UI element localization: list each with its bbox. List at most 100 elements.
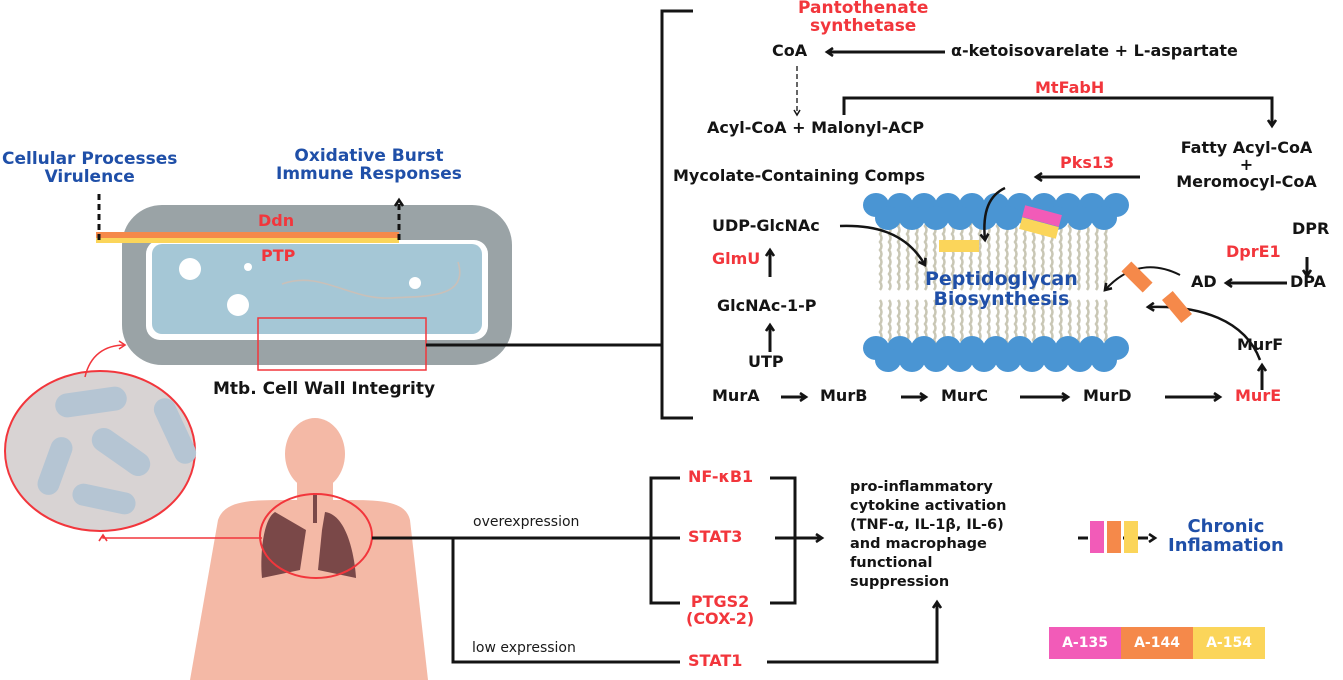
arrow-ad-to-pg bbox=[1105, 266, 1181, 290]
label-line: synthetase bbox=[810, 15, 917, 36]
label-ptgs2: PTGS2 (COX-2) bbox=[686, 592, 754, 628]
label-mtfabh: MtFabH bbox=[1035, 78, 1105, 97]
label-chronic-inflamation: Chronic Inflamation bbox=[1168, 516, 1284, 556]
label-oxidative-burst: Oxidative Burst Immune Responses bbox=[276, 146, 462, 184]
lipid-head bbox=[1091, 348, 1117, 372]
head bbox=[285, 418, 345, 490]
bacillus bbox=[91, 427, 151, 477]
label-overexpression: overexpression bbox=[473, 514, 580, 530]
label-nfkb1: NF-κB1 bbox=[688, 467, 754, 486]
bacillus bbox=[37, 437, 73, 495]
vesicle bbox=[409, 277, 421, 289]
lipid-tail bbox=[1085, 217, 1090, 291]
label-dpa: DPA bbox=[1290, 272, 1326, 291]
lipid-head bbox=[1067, 348, 1093, 372]
lipid-head bbox=[875, 206, 901, 230]
tag-a144-murf bbox=[1161, 291, 1193, 323]
label-line: Meromocyl-CoA bbox=[1176, 171, 1317, 191]
label-cell-wall-integrity: Mtb. Cell Wall Integrity bbox=[213, 379, 436, 399]
microscope-view bbox=[4, 340, 197, 532]
arrow-mtfabh bbox=[842, 96, 1272, 126]
pathway-arrows bbox=[770, 52, 1307, 397]
lipid-head bbox=[1067, 206, 1093, 230]
label-line: and macrophage bbox=[850, 536, 987, 552]
label-line: Inflamation bbox=[1168, 534, 1284, 556]
label-utp: UTP bbox=[748, 352, 784, 371]
lipid-head bbox=[971, 348, 997, 372]
lipid-tail bbox=[905, 217, 910, 291]
inhibitor-a135 bbox=[1090, 521, 1104, 553]
label-line: functional bbox=[850, 555, 933, 571]
vesicle bbox=[179, 258, 201, 280]
label-line: Cellular Processes bbox=[2, 149, 178, 169]
cytoplasm bbox=[152, 244, 482, 334]
arrow-pks13-to-pg bbox=[984, 186, 1006, 240]
label-low-expression: low expression bbox=[472, 640, 576, 656]
label-ddn: Ddn bbox=[258, 211, 295, 230]
lipid-head bbox=[923, 206, 949, 230]
lipid-tail bbox=[1094, 217, 1099, 291]
label-pks13: Pks13 bbox=[1060, 153, 1115, 172]
arrow-stat1-to-cytokine bbox=[767, 602, 937, 664]
label-murd: MurD bbox=[1083, 386, 1132, 405]
lipid-tail bbox=[959, 217, 964, 291]
lipid-head bbox=[1091, 206, 1117, 230]
dna-strand bbox=[281, 261, 461, 299]
inhibitor-a154 bbox=[1124, 521, 1138, 553]
red-arrow-to-cell bbox=[84, 340, 127, 378]
label-line: Biosynthesis bbox=[933, 287, 1070, 310]
left-bracket bbox=[649, 476, 680, 605]
label-line: Pantothenate bbox=[798, 0, 929, 18]
lipid-head bbox=[899, 206, 925, 230]
tag-a154-pks13 bbox=[1019, 217, 1059, 239]
lipid-tail bbox=[932, 299, 937, 349]
vesicle bbox=[244, 263, 252, 271]
lipid-tail bbox=[968, 217, 973, 291]
lipid-head bbox=[947, 348, 973, 372]
human-figure bbox=[98, 418, 428, 680]
label-line: Oxidative Burst bbox=[294, 146, 444, 166]
label-line: (TNF-α, IL-1β, IL-6) bbox=[850, 517, 1004, 533]
lipid-head bbox=[995, 348, 1021, 372]
arrow-udp-to-pg bbox=[839, 224, 925, 265]
ddn-bar bbox=[96, 232, 399, 238]
label-line: cytokine activation bbox=[850, 498, 1007, 514]
lipid-tail bbox=[923, 217, 928, 291]
label-glcnac-1-p: GlcNAc-1-P bbox=[717, 296, 817, 315]
label-murc: MurC bbox=[941, 386, 988, 405]
label-acyl-malonyl: Acyl-CoA + Malonyl-ACP bbox=[707, 118, 925, 137]
membrane-inhibitor-tags bbox=[939, 205, 1193, 323]
lipid-tail bbox=[986, 217, 991, 291]
label-line: Chronic bbox=[1187, 516, 1265, 537]
label-murf: MurF bbox=[1237, 335, 1284, 354]
label-line: + bbox=[1239, 154, 1254, 174]
line-low-expression bbox=[451, 538, 680, 664]
trachea bbox=[313, 493, 317, 523]
right-bracket bbox=[770, 476, 797, 605]
lipid-head bbox=[899, 348, 925, 372]
lipid-tail bbox=[995, 217, 1000, 291]
label-ptp: PTP bbox=[261, 246, 296, 265]
label-line: Virulence bbox=[44, 166, 135, 187]
lipid-tail bbox=[1076, 299, 1081, 349]
label-dpr: DPR bbox=[1292, 219, 1330, 238]
label-pantothenate-synthetase: Pantothenate synthetase bbox=[798, 0, 928, 36]
label-line: PTGS2 bbox=[690, 592, 750, 611]
bacterium-cell bbox=[96, 194, 512, 371]
label-line: Fatty Acyl-CoA bbox=[1180, 138, 1313, 157]
torso bbox=[190, 500, 428, 680]
legend-item-a154: A-154 bbox=[1193, 627, 1265, 659]
lipid-head bbox=[875, 348, 901, 372]
lipid-tail bbox=[1004, 217, 1009, 291]
lipid-head bbox=[923, 348, 949, 372]
lipid-tail bbox=[1103, 217, 1108, 291]
lipid-tail bbox=[1076, 217, 1081, 291]
label-line: Peptidoglycan bbox=[925, 268, 1078, 290]
vesicle bbox=[227, 294, 249, 316]
lipid-tail bbox=[1031, 299, 1036, 349]
legend-item-a144: A-144 bbox=[1121, 627, 1193, 659]
label-peptidoglycan-biosynthesis: Peptidoglycan Biosynthesis bbox=[925, 268, 1078, 310]
lipid-tail bbox=[887, 217, 892, 291]
lipid-tail bbox=[1004, 299, 1009, 349]
label-glmu: GlmU bbox=[712, 249, 761, 268]
